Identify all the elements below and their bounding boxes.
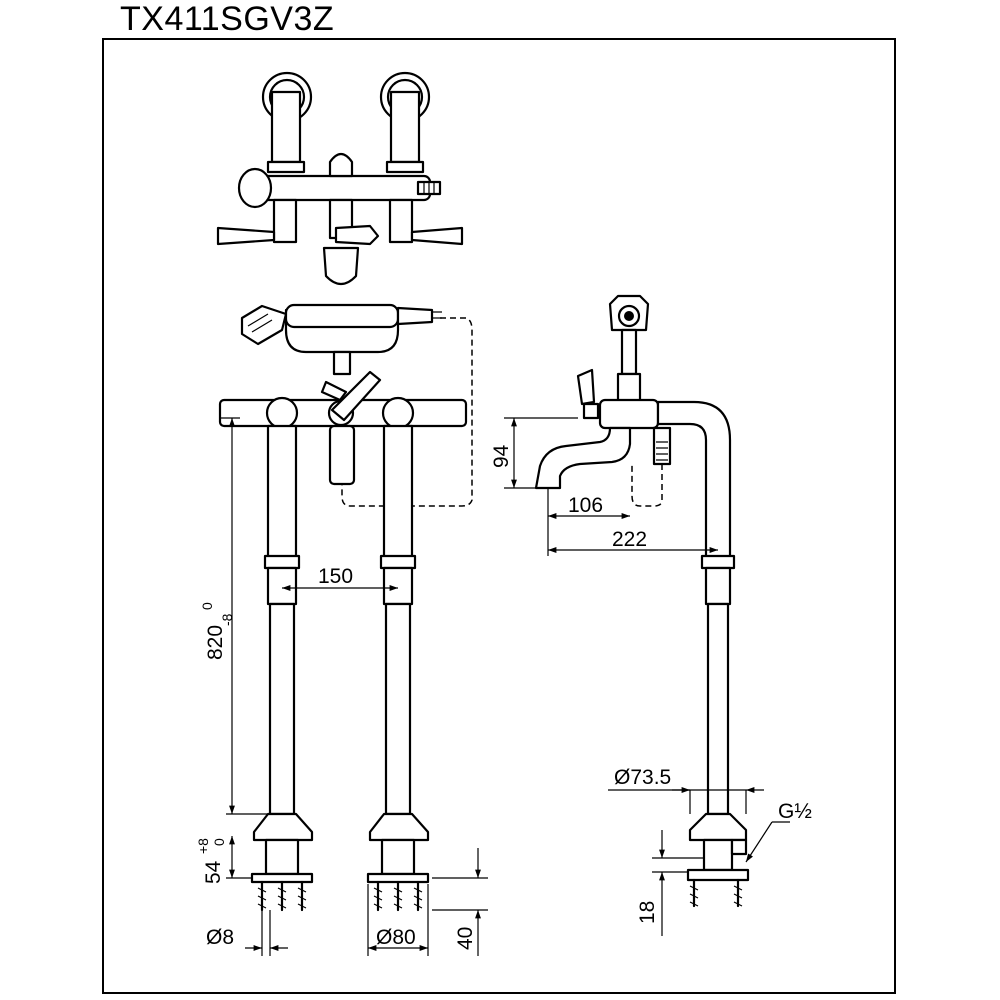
dim-spout-reach: 106 bbox=[568, 494, 603, 517]
dim-150: 150 bbox=[318, 565, 353, 588]
dim-bolt-diameter: Ø8 bbox=[206, 926, 234, 949]
dim-820: 820 bbox=[204, 625, 227, 660]
dim-spout-height: 94 bbox=[490, 444, 513, 468]
top-view bbox=[216, 71, 464, 286]
dim-thread: G½ bbox=[778, 800, 812, 823]
dim-54: 54 bbox=[202, 860, 225, 884]
dim-flange-thickness: 18 bbox=[636, 901, 659, 924]
dim-820-tol-upper: 0 bbox=[199, 602, 215, 610]
drawing-frame bbox=[102, 38, 896, 994]
dim-flange-diameter: Ø73.5 bbox=[614, 766, 671, 789]
side-view bbox=[534, 294, 750, 908]
dim-base-diameter: Ø80 bbox=[376, 926, 416, 949]
dim-54-tol-lower: 0 bbox=[211, 838, 227, 846]
front-view bbox=[218, 303, 473, 912]
model-code: TX411SGV3Z bbox=[120, 0, 335, 38]
dim-anchor-depth: 40 bbox=[454, 927, 477, 950]
dimension-labels: 150 820 0 -8 54 +8 0 Ø8 Ø80 40 94 106 22… bbox=[195, 444, 812, 950]
dimension-lines bbox=[220, 417, 790, 956]
dim-820-tol-lower: -8 bbox=[219, 613, 235, 626]
dim-center-reach: 222 bbox=[612, 528, 647, 551]
dim-54-tol-upper: +8 bbox=[195, 838, 211, 854]
